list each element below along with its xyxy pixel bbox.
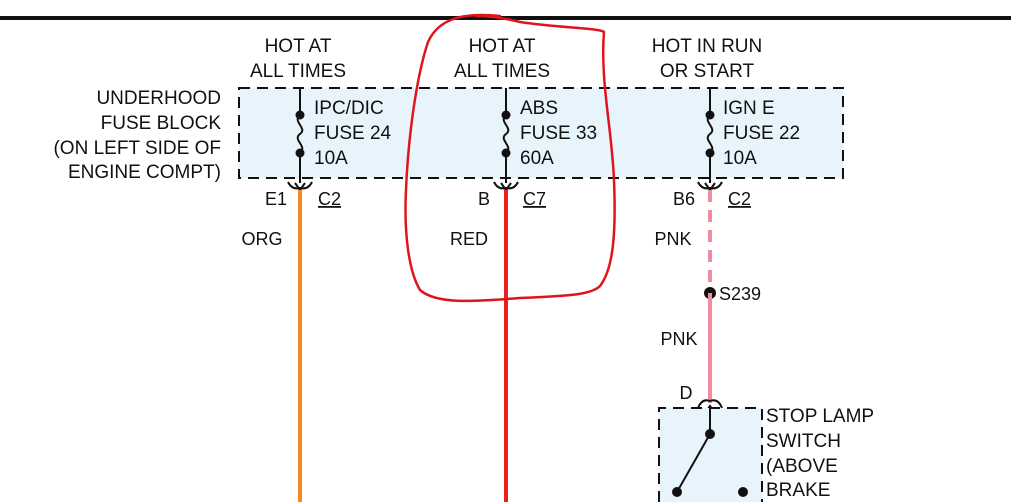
switch-open-contact bbox=[738, 487, 748, 497]
switch-blade bbox=[676, 433, 711, 493]
supply-label-middle-1: HOT AT bbox=[469, 36, 536, 57]
connector-label-c7: C7 bbox=[523, 189, 546, 209]
fuse-number-24: FUSE 24 bbox=[314, 123, 392, 144]
supply-label-middle-2: ALL TIMES bbox=[454, 61, 550, 82]
connector-symbol-b6 bbox=[697, 181, 723, 190]
fuse-block-box bbox=[238, 87, 844, 179]
splice-s239-label: S239 bbox=[719, 284, 761, 304]
pin-label-b: B bbox=[478, 189, 490, 209]
fuse-block-label-1: UNDERHOOD bbox=[96, 88, 221, 109]
fuse-block-label-3: (ON LEFT SIDE OF bbox=[53, 138, 221, 159]
supply-label-left-1: HOT AT bbox=[265, 36, 332, 57]
fuse-abs: ABS FUSE 33 60A bbox=[501, 88, 597, 183]
connector-label-c2-right: C2 bbox=[728, 189, 751, 209]
fuse-rating-24: 10A bbox=[314, 148, 348, 169]
switch-label-2: SWITCH bbox=[766, 431, 841, 452]
connector-label-c2-left: C2 bbox=[318, 189, 341, 209]
wire-color-red: RED bbox=[450, 229, 488, 249]
red-annotation-circle bbox=[404, 13, 616, 303]
fuse-block-label-4: ENGINE COMPT) bbox=[68, 162, 221, 183]
fuse-ipc-dic: IPC/DIC FUSE 24 10A bbox=[295, 88, 392, 183]
connector-symbol-e1 bbox=[287, 181, 313, 190]
fuse-number-33: FUSE 33 bbox=[520, 123, 597, 144]
supply-label-left-2: ALL TIMES bbox=[250, 61, 346, 82]
connector-symbol-d bbox=[697, 399, 723, 409]
supply-label-right-2: OR START bbox=[660, 61, 755, 82]
fuse-number-22: FUSE 22 bbox=[723, 123, 800, 144]
connector-symbol-b bbox=[493, 181, 519, 190]
pin-label-e1: E1 bbox=[265, 189, 287, 209]
fuse-name-ign-e: IGN E bbox=[723, 98, 775, 119]
supply-label-right-1: HOT IN RUN bbox=[652, 36, 762, 57]
switch-pivot-contact bbox=[672, 487, 682, 497]
switch-label-3: (ABOVE bbox=[766, 456, 838, 477]
fuse-rating-22: 10A bbox=[723, 148, 757, 169]
fuse-name-ipc-dic: IPC/DIC bbox=[314, 98, 384, 119]
pin-label-b6: B6 bbox=[673, 189, 695, 209]
fuse-ign-e: IGN E FUSE 22 10A bbox=[705, 88, 800, 183]
wire-color-pnk-lower: PNK bbox=[660, 329, 697, 349]
switch-label-4: BRAKE bbox=[766, 480, 830, 501]
switch-label-1: STOP LAMP bbox=[766, 406, 874, 427]
fuse-block-label-2: FUSE BLOCK bbox=[101, 113, 222, 134]
wire-color-pnk-upper: PNK bbox=[654, 229, 691, 249]
wire-color-org: ORG bbox=[241, 229, 282, 249]
switch-pin-d: D bbox=[680, 383, 693, 403]
fuse-name-abs: ABS bbox=[520, 98, 558, 119]
fuse-rating-33: 60A bbox=[520, 148, 554, 169]
